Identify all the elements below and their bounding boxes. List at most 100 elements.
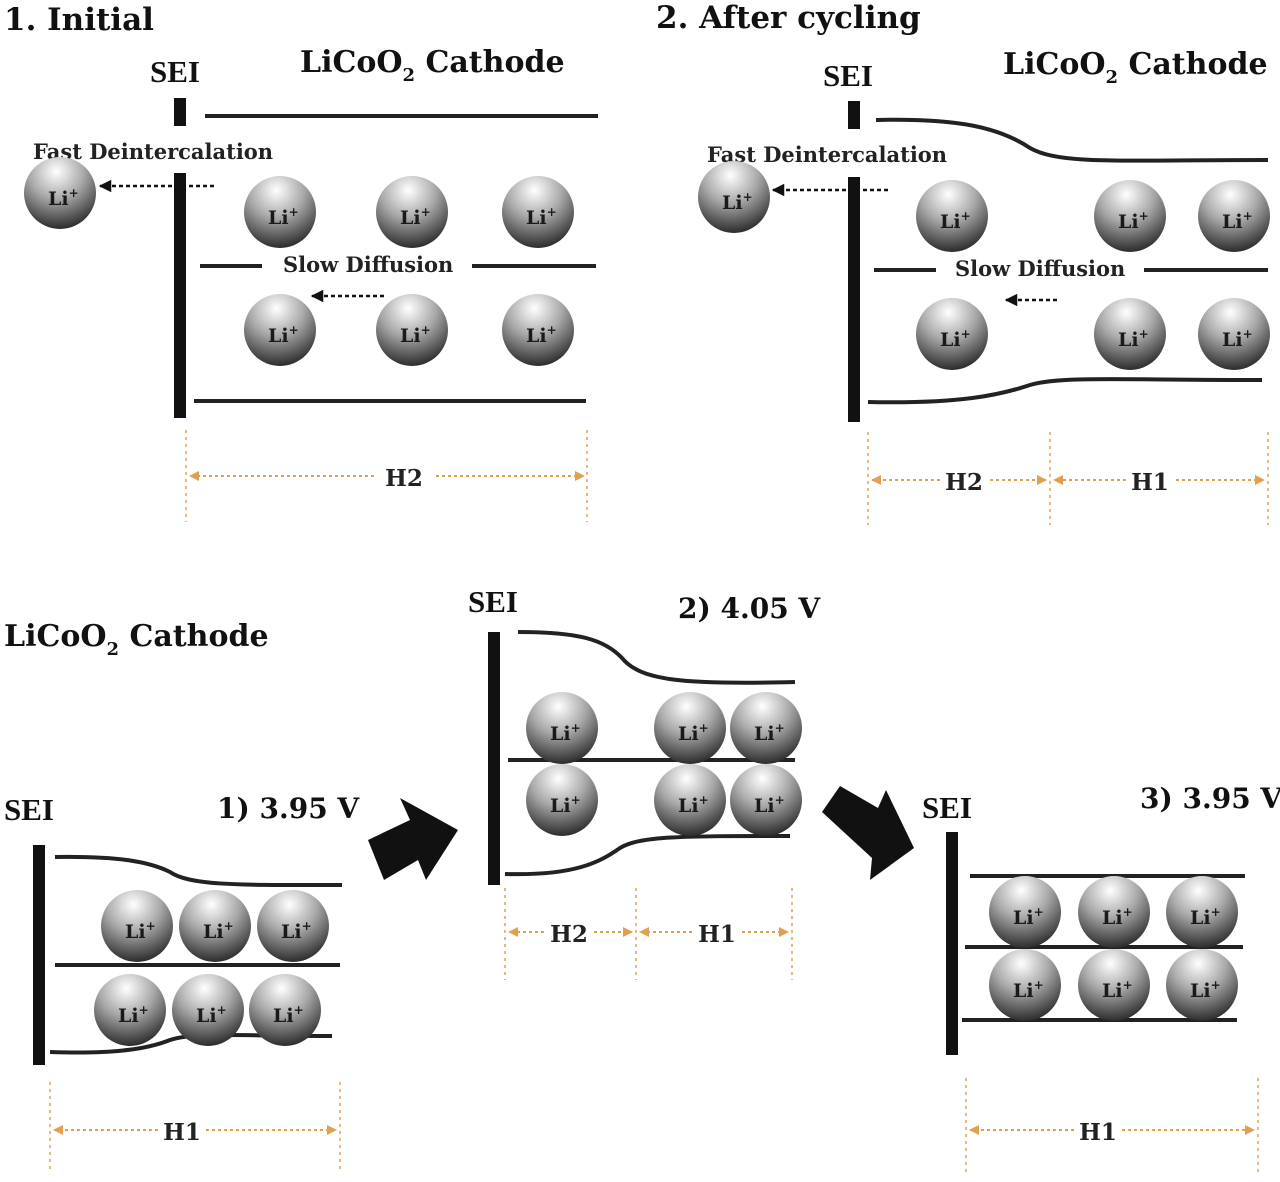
- li-ion-label: Li+: [1190, 905, 1221, 929]
- li-ion: Li+: [654, 764, 726, 836]
- li-ion: Li+: [376, 294, 448, 366]
- panel-initial: 1. Initial SEI LiCoO2 Cathode Fast Deint…: [4, 2, 598, 522]
- stage-2: SEI 2) 4.05 V H2 H1: [468, 584, 821, 980]
- li-ion-sphere: [244, 294, 316, 366]
- li-ion-label: Li+: [1102, 978, 1133, 1002]
- li-ion-label: Li+: [1013, 905, 1044, 929]
- panel-after-title: 2. After cycling: [656, 0, 921, 36]
- panel-after-cathode-label: LiCoO2 Cathode: [1003, 47, 1268, 88]
- li-ion-sphere: [249, 974, 321, 1046]
- li-ion-sphere: [1094, 180, 1166, 252]
- stage-1: SEI 1) 3.95 V H1: [4, 792, 360, 1172]
- li-ion-sphere: [1166, 949, 1238, 1021]
- li-ion: Li+: [1166, 876, 1238, 948]
- li-ion-sphere: [730, 692, 802, 764]
- li-ion-sphere: [502, 294, 574, 366]
- li-ion-sphere: [730, 764, 802, 836]
- li-ion: Li+: [698, 161, 770, 233]
- panel-initial-h2-label: H2: [385, 465, 423, 492]
- li-ion-label: Li+: [1013, 978, 1044, 1002]
- li-ion-label: Li+: [754, 721, 785, 745]
- panel-initial-sei-label: SEI: [150, 54, 200, 89]
- li-ion-sphere: [179, 890, 251, 962]
- li-ion-label: Li+: [526, 205, 557, 229]
- li-ion: Li+: [730, 692, 802, 764]
- li-ion-sphere: [654, 692, 726, 764]
- li-ion-label: Li+: [1102, 905, 1133, 929]
- lithium-ions: Li+ Li+ Li+ Li+ Li+ Li+ Li+ Li+ Li+ Li+ Li+ Li+ Li+ L…: [24, 157, 1270, 1046]
- panel-after-layer-bottom: [867, 377, 1263, 405]
- stage-2-h1-label: H1: [698, 921, 736, 948]
- li-ion: Li+: [526, 764, 598, 836]
- li-ion: Li+: [989, 876, 1061, 948]
- li-ion: Li+: [916, 180, 988, 252]
- panel-after-h1-label: H1: [1131, 469, 1169, 496]
- li-ion-label: Li+: [268, 205, 299, 229]
- li-ion-label: Li+: [196, 1003, 227, 1027]
- li-ion: Li+: [502, 294, 574, 366]
- li-ion: Li+: [249, 974, 321, 1046]
- li-ion: Li+: [94, 974, 166, 1046]
- li-ion: Li+: [916, 298, 988, 370]
- li-ion-label: Li+: [754, 793, 785, 817]
- li-ion-label: Li+: [48, 186, 79, 210]
- li-ion-label: Li+: [940, 209, 971, 233]
- li-ion: Li+: [257, 890, 329, 962]
- li-ion-sphere: [1078, 949, 1150, 1021]
- panel-after-layer-top: [875, 117, 1269, 163]
- panel-after: 2. After cycling SEI LiCoO2 Cathode Fast…: [656, 0, 1269, 525]
- panel-initial-sei-top-mark: [174, 98, 186, 126]
- li-ion-label: Li+: [550, 721, 581, 745]
- li-ion-sphere: [989, 949, 1061, 1021]
- li-ion-sphere: [1198, 298, 1270, 370]
- li-ion-sphere: [376, 176, 448, 248]
- li-ion-label: Li+: [1190, 978, 1221, 1002]
- panel-after-sei-wall: [848, 177, 860, 422]
- li-ion-label: Li+: [678, 721, 709, 745]
- stage-2-sei-label: SEI: [468, 584, 518, 619]
- li-ion-sphere: [1078, 876, 1150, 948]
- panel-after-slow-label: Slow Diffusion: [955, 256, 1125, 281]
- li-ion-label: Li+: [940, 327, 971, 351]
- li-ion-label: Li+: [118, 1003, 149, 1027]
- li-ion-sphere: [101, 890, 173, 962]
- bottom-cathode-label: LiCoO2 Cathode: [4, 619, 269, 660]
- li-ion-label: Li+: [526, 323, 557, 347]
- panel-after-sei-top-mark: [848, 101, 860, 129]
- li-ion-label: Li+: [678, 793, 709, 817]
- li-ion-label: Li+: [273, 1003, 304, 1027]
- li-ion-label: Li+: [1118, 327, 1149, 351]
- li-ion: Li+: [24, 157, 96, 229]
- li-ion-label: Li+: [268, 323, 299, 347]
- li-ion-label: Li+: [722, 190, 753, 214]
- panel-after-fast-label: Fast Deintercalation: [707, 142, 947, 167]
- stage-2-h2-label: H2: [550, 921, 588, 948]
- transition-arrow-2: [822, 786, 914, 880]
- li-ion-sphere: [1198, 180, 1270, 252]
- li-ion-sphere: [94, 974, 166, 1046]
- panel-after-h2-label: H2: [945, 469, 983, 496]
- li-ion-sphere: [376, 294, 448, 366]
- li-ion: Li+: [101, 890, 173, 962]
- stage-2-layer-top: [517, 630, 796, 685]
- stage-3-sei-wall: [946, 832, 958, 1055]
- panel-initial-cathode-label: LiCoO2 Cathode: [300, 45, 565, 86]
- li-ion: Li+: [526, 692, 598, 764]
- li-ion-sphere: [244, 176, 316, 248]
- li-ion: Li+: [1094, 180, 1166, 252]
- li-ion-sphere: [526, 764, 598, 836]
- stage-3-h1-label: H1: [1079, 1119, 1117, 1146]
- li-ion-label: Li+: [281, 919, 312, 943]
- stage-1-sei-wall: [33, 845, 45, 1065]
- li-ion: Li+: [1198, 180, 1270, 252]
- li-ion-sphere: [698, 161, 770, 233]
- li-ion: Li+: [654, 692, 726, 764]
- li-ion-label: Li+: [1118, 209, 1149, 233]
- li-ion: Li+: [1198, 298, 1270, 370]
- panel-initial-sei-wall: [174, 173, 186, 418]
- li-ion: Li+: [989, 949, 1061, 1021]
- stage-1-layer-top: [54, 854, 343, 888]
- stage-1-h1-label: H1: [163, 1119, 201, 1146]
- li-ion-sphere: [1166, 876, 1238, 948]
